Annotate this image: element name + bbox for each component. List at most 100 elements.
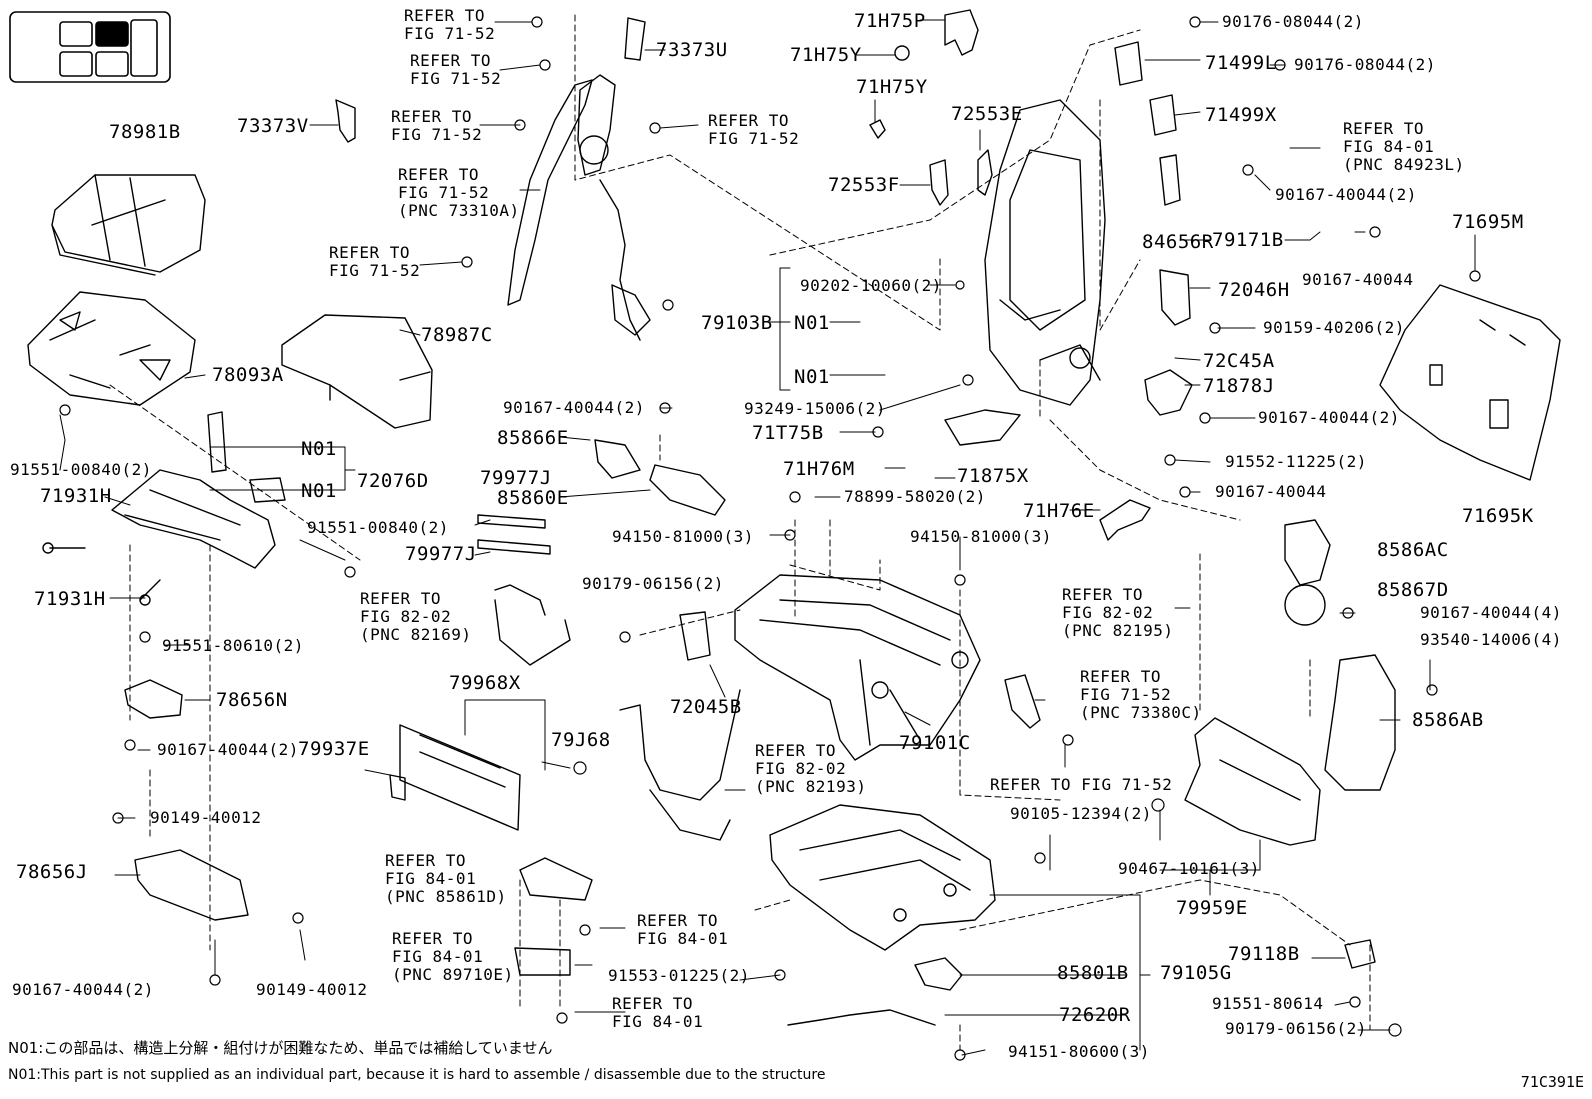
part-number-93249-15006[interactable]: 93249-15006(2) bbox=[744, 399, 886, 418]
refer-fig-84-01-label[interactable]: REFER TO FIG 84-01 (PNC 89710E) bbox=[392, 929, 514, 984]
part-number-72553e[interactable]: 72553E bbox=[951, 103, 1023, 125]
part-number-91551-80610[interactable]: 91551-80610(2) bbox=[162, 636, 304, 655]
part-number-90167-40044[interactable]: 90167-40044 bbox=[1215, 482, 1327, 501]
part-number-71931h[interactable]: 71931H bbox=[40, 485, 112, 507]
cover-78656j bbox=[134, 849, 249, 921]
part-number-71499l[interactable]: 71499L bbox=[1205, 52, 1277, 74]
part-number-78093a[interactable]: 78093A bbox=[212, 364, 284, 386]
part-number-84656r[interactable]: 84656R bbox=[1142, 231, 1214, 253]
part-number-79959e[interactable]: 79959E bbox=[1176, 897, 1248, 919]
part-number-72045b[interactable]: 72045B bbox=[670, 696, 742, 718]
part-number-n01[interactable]: N01 bbox=[301, 480, 337, 502]
part-number-71h75p[interactable]: 71H75P bbox=[854, 10, 926, 32]
part-number-90149-40012[interactable]: 90149-40012 bbox=[256, 980, 368, 999]
part-number-71875x[interactable]: 71875X bbox=[957, 465, 1029, 487]
part-number-90167-40044[interactable]: 90167-40044(2) bbox=[1258, 408, 1400, 427]
part-number-90467-10161[interactable]: 90467-10161(3) bbox=[1118, 859, 1260, 878]
part-number-72620r[interactable]: 72620R bbox=[1059, 1004, 1131, 1026]
part-number-71499x[interactable]: 71499X bbox=[1205, 104, 1277, 126]
refer-fig-71-52-label[interactable]: REFER TO FIG 71-52 bbox=[329, 243, 421, 280]
part-number-71878j[interactable]: 71878J bbox=[1203, 375, 1275, 397]
part-number-71h75y[interactable]: 71H75Y bbox=[790, 44, 862, 66]
part-number-94150-81000[interactable]: 94150-81000(3) bbox=[612, 527, 754, 546]
part-number-71695m[interactable]: 71695M bbox=[1452, 211, 1524, 233]
part-number-78987c[interactable]: 78987C bbox=[421, 324, 493, 346]
part-number-8586ac[interactable]: 8586AC bbox=[1377, 539, 1449, 561]
part-number-79977j[interactable]: 79977J bbox=[480, 467, 552, 489]
part-number-78899-58020[interactable]: 78899-58020(2) bbox=[844, 487, 986, 506]
refer-fig-71-52-label[interactable]: REFER TO FIG 71-52 bbox=[404, 6, 496, 43]
part-number-90105-12394[interactable]: 90105-12394(2) bbox=[1010, 804, 1152, 823]
part-number-91552-11225[interactable]: 91552-11225(2) bbox=[1225, 452, 1367, 471]
part-number-90167-40044[interactable]: 90167-40044 bbox=[1302, 270, 1414, 289]
part-number-72046h[interactable]: 72046H bbox=[1218, 279, 1290, 301]
refer-fig-82-02-label[interactable]: REFER TO FIG 82-02 (PNC 82195) bbox=[1062, 585, 1174, 640]
part-number-71t75b[interactable]: 71T75B bbox=[752, 422, 824, 444]
part-number-n01[interactable]: N01 bbox=[794, 312, 830, 334]
part-number-90167-40044[interactable]: 90167-40044(4) bbox=[1420, 603, 1562, 622]
part-number-94150-81000[interactable]: 94150-81000(3) bbox=[910, 527, 1052, 546]
part-number-91551-80614[interactable]: 91551-80614 bbox=[1212, 994, 1324, 1013]
part-number-90149-40012[interactable]: 90149-40012 bbox=[150, 808, 262, 827]
refer-fig-71-52-label[interactable]: REFER TO FIG 71-52 bbox=[708, 111, 800, 148]
part-number-91553-01225[interactable]: 91553-01225(2) bbox=[608, 966, 750, 985]
part-number-79118b[interactable]: 79118B bbox=[1228, 943, 1300, 965]
part-number-n01[interactable]: N01 bbox=[794, 366, 830, 388]
part-number-90176-08044[interactable]: 90176-08044(2) bbox=[1222, 12, 1364, 31]
part-number-85860e[interactable]: 85860E bbox=[497, 487, 569, 509]
refer-fig-71-52-label[interactable]: REFER TO FIG 71-52 (PNC 73310A) bbox=[398, 165, 520, 220]
refer-fig-84-01-label[interactable]: REFER TO FIG 84-01 bbox=[612, 994, 704, 1031]
part-number-90176-08044[interactable]: 90176-08044(2) bbox=[1294, 55, 1436, 74]
part-number-91551-00840[interactable]: 91551-00840(2) bbox=[10, 460, 152, 479]
part-number-79101c[interactable]: 79101C bbox=[899, 732, 971, 754]
part-number-79103b[interactable]: 79103B bbox=[701, 312, 773, 334]
part-number-90202-10060[interactable]: 90202-10060(2) bbox=[800, 276, 942, 295]
part-number-72553f[interactable]: 72553F bbox=[828, 174, 900, 196]
part-number-79937e[interactable]: 79937E bbox=[298, 738, 370, 760]
part-number-91551-00840[interactable]: 91551-00840(2) bbox=[307, 518, 449, 537]
part-number-93540-14006[interactable]: 93540-14006(4) bbox=[1420, 630, 1562, 649]
part-number-85801b[interactable]: 85801B bbox=[1057, 962, 1129, 984]
refer-fig-82-02-label[interactable]: REFER TO FIG 82-02 (PNC 82169) bbox=[360, 589, 472, 644]
part-number-71h76e[interactable]: 71H76E bbox=[1023, 500, 1095, 522]
part-number-90179-06156[interactable]: 90179-06156(2) bbox=[582, 574, 724, 593]
part-number-90167-40044[interactable]: 90167-40044(2) bbox=[12, 980, 154, 999]
refer-fig-84-01-label[interactable]: REFER TO FIG 84-01 (PNC 84923L) bbox=[1343, 119, 1465, 174]
part-number-79968x[interactable]: 79968X bbox=[449, 672, 521, 694]
refer-fig-71-52-label[interactable]: REFER TO FIG 71-52 bbox=[990, 775, 1173, 794]
part-number-72c45a[interactable]: 72C45A bbox=[1203, 350, 1275, 372]
part-number-94151-80600[interactable]: 94151-80600(3) bbox=[1008, 1042, 1150, 1061]
harness-82169 bbox=[494, 584, 571, 666]
refer-fig-84-01-label[interactable]: REFER TO FIG 84-01 bbox=[637, 911, 729, 948]
part-number-71931h[interactable]: 71931H bbox=[34, 588, 106, 610]
part-number-79171b[interactable]: 79171B bbox=[1212, 229, 1284, 251]
part-number-73373v[interactable]: 73373V bbox=[237, 115, 309, 137]
part-number-71h76m[interactable]: 71H76M bbox=[783, 458, 855, 480]
part-number-90179-06156[interactable]: 90179-06156(2) bbox=[1225, 1019, 1367, 1038]
part-number-78981b[interactable]: 78981B bbox=[109, 121, 181, 143]
part-number-78656n[interactable]: 78656N bbox=[216, 689, 288, 711]
refer-fig-84-01-label[interactable]: REFER TO FIG 84-01 (PNC 85861D) bbox=[385, 851, 507, 906]
part-number-90167-40044[interactable]: 90167-40044(2) bbox=[157, 740, 299, 759]
part-number-78656j[interactable]: 78656J bbox=[16, 861, 88, 883]
part-number-85866e[interactable]: 85866E bbox=[497, 427, 569, 449]
part-number-71695k[interactable]: 71695K bbox=[1462, 505, 1534, 527]
refer-fig-71-52-label[interactable]: REFER TO FIG 71-52 bbox=[410, 51, 502, 88]
part-number-8586ab[interactable]: 8586AB bbox=[1412, 709, 1484, 731]
part-number-90167-40044[interactable]: 90167-40044(2) bbox=[1275, 185, 1417, 204]
part-number-85867d[interactable]: 85867D bbox=[1377, 579, 1449, 601]
part-number-90167-40044[interactable]: 90167-40044(2) bbox=[503, 398, 645, 417]
part-71h76e bbox=[1099, 499, 1151, 541]
part-number-79j68[interactable]: 79J68 bbox=[551, 729, 611, 751]
part-number-90159-40206[interactable]: 90159-40206(2) bbox=[1263, 318, 1405, 337]
part-number-71h75y[interactable]: 71H75Y bbox=[856, 76, 928, 98]
part-number-79105g[interactable]: 79105G bbox=[1160, 962, 1232, 984]
part-number-79977j[interactable]: 79977J bbox=[405, 543, 477, 565]
refer-fig-71-52-label[interactable]: REFER TO FIG 71-52 (PNC 73380C) bbox=[1080, 667, 1202, 722]
refer-fig-71-52-label[interactable]: REFER TO FIG 71-52 bbox=[391, 107, 483, 144]
refer-fig-82-02-label[interactable]: REFER TO FIG 82-02 (PNC 82193) bbox=[755, 741, 867, 796]
part-number-73373u[interactable]: 73373U bbox=[656, 39, 728, 61]
seat-rail-left bbox=[42, 469, 276, 606]
part-number-72076d[interactable]: 72076D bbox=[357, 470, 429, 492]
part-number-n01[interactable]: N01 bbox=[301, 438, 337, 460]
